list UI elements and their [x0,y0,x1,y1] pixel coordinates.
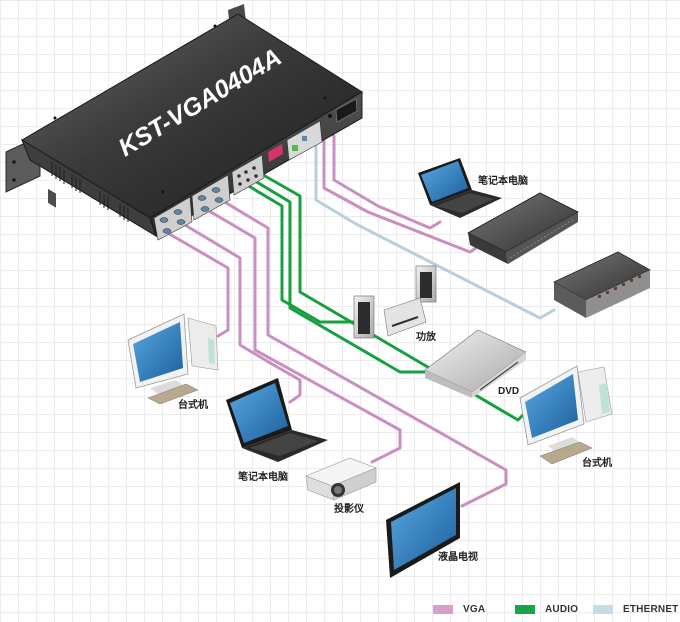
rack-unit-device [467,192,579,264]
vga-cable-4 [216,196,508,508]
vga-cable-3 [202,206,402,464]
dvd-player-device [424,329,527,398]
legend: VGA AUDIO ETHERNET [433,600,678,618]
laptop-bottom-device [226,378,328,462]
desktop-right-device [519,365,613,465]
label-dvd: DVD [498,386,519,397]
legend-swatch-vga [433,604,453,614]
label-laptop-bottom: 笔记本电脑 [238,470,288,483]
vga-input-ports [153,174,231,241]
legend-item-vga: VGA [433,600,485,618]
audio-cable-3 [256,170,526,422]
projector-device [305,457,377,501]
label-desktop-right: 台式机 [582,456,612,469]
desktop-left-device [127,313,219,405]
legend-label-vga: VGA [463,603,486,615]
audio-cables [240,170,526,422]
amplifier-device [353,265,437,339]
legend-swatch-audio [515,604,535,614]
audio-ports [231,154,265,196]
audio-cable-2 [248,176,427,374]
label-laptop-top: 笔记本电脑 [478,174,528,187]
label-desktop-left: 台式机 [178,398,208,411]
label-lcd-tv: 液晶电视 [438,550,478,563]
legend-item-ethernet: ETHERNET [593,600,679,618]
vga-cable-2 [178,220,302,404]
lcd-tv-device [386,482,460,578]
audio-cable-1 [240,180,356,324]
vga-cable-1 [164,230,230,338]
main-matrix-switcher: KST-VGA0404A [5,4,363,241]
legend-label-ethernet: ETHERNET [623,603,679,615]
label-projector: 投影仪 [334,502,365,515]
label-amplifier: 功放 [416,330,437,343]
legend-item-audio: AUDIO [515,600,578,618]
laptop-top-device [418,158,502,218]
legend-label-audio: AUDIO [545,603,579,615]
legend-swatch-ethernet [593,604,613,614]
network-switch-device [553,251,651,318]
